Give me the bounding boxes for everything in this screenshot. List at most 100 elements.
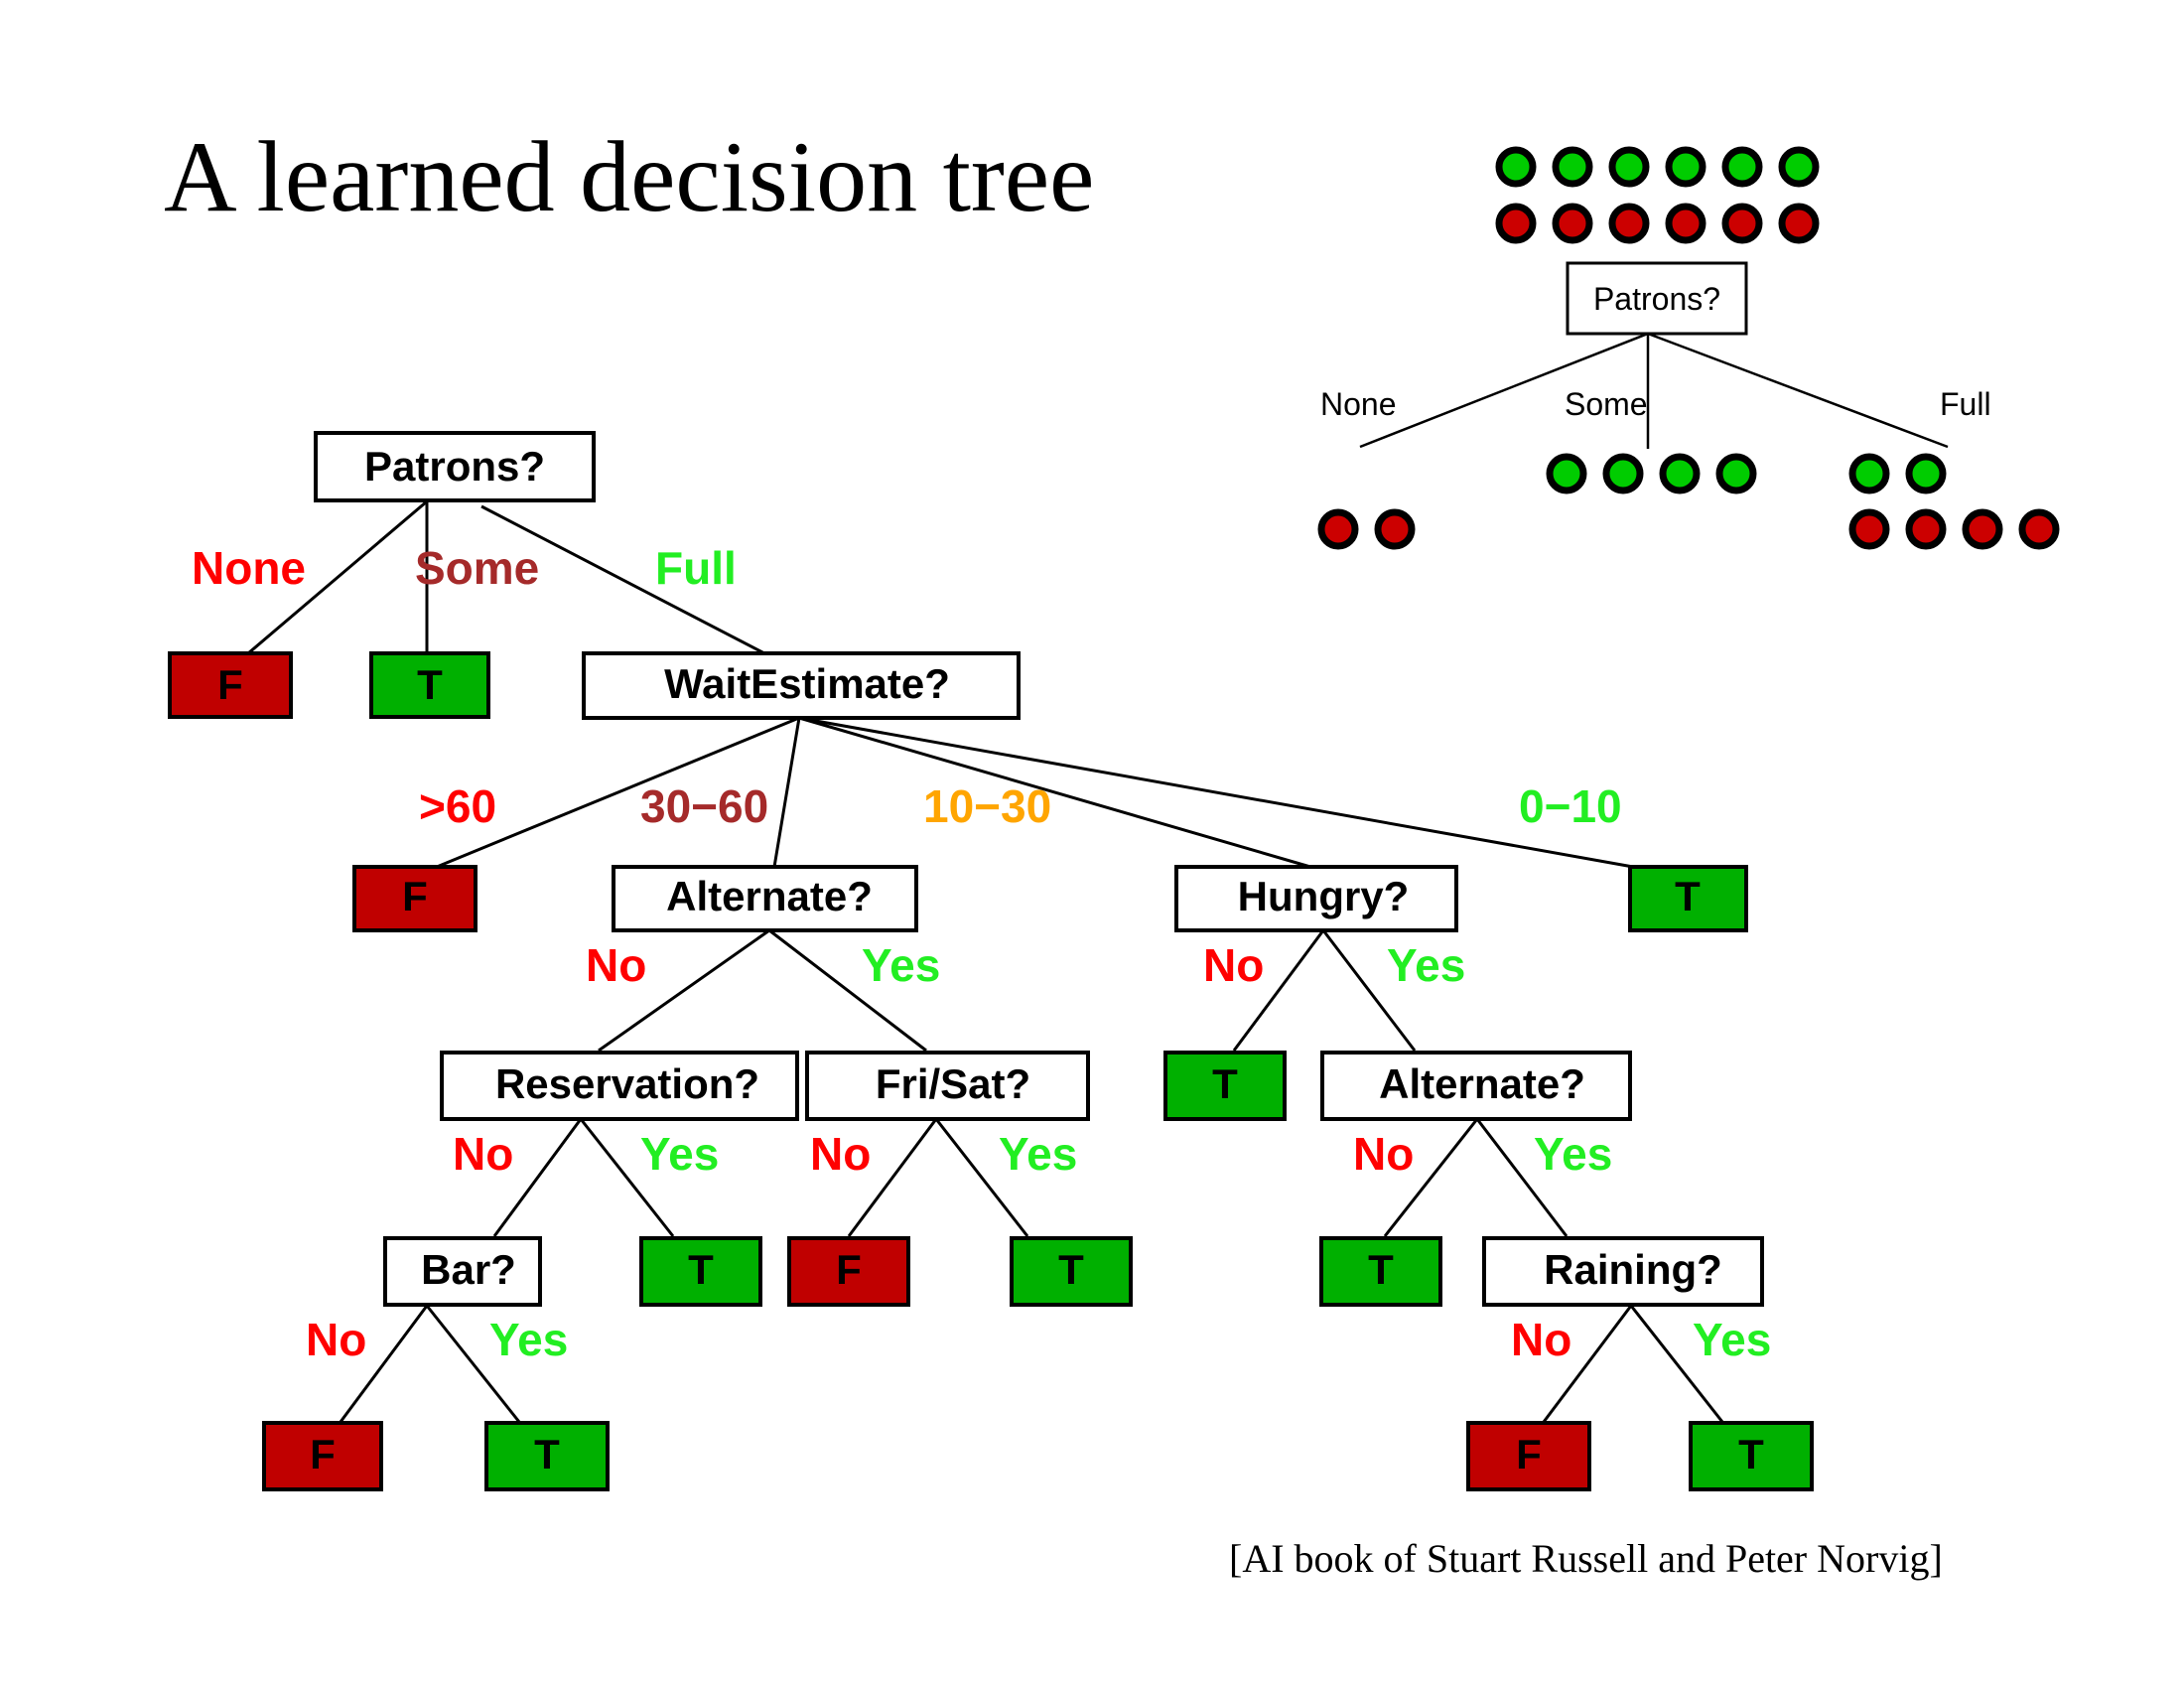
leaf-some: T [369,651,490,719]
leaf-hungry-no-label: T [1212,1060,1238,1107]
node-reservation-label: Reservation? [495,1060,759,1107]
node-wait-estimate-label: WaitEstimate? [664,660,950,707]
positive-example-dot [1905,453,1947,494]
edge-label-alt1-no: No [586,939,646,991]
node-alternate-1-label: Alternate? [666,873,873,919]
edge-label-res-yes: Yes [640,1128,719,1180]
leaf-raining-no-label: F [1516,1431,1542,1477]
leaf-raining-yes: T [1689,1421,1814,1491]
edge-label-alt2-no: No [1353,1128,1414,1180]
positive-example-dot [1495,146,1537,188]
split-example-dots [1317,146,2060,550]
leaf-frisat-no: F [787,1236,910,1307]
negative-example-dot [1848,508,1890,550]
leaf-over60: F [352,865,478,932]
positive-example-dot [1721,146,1763,188]
split-branch-label-full: Full [1940,386,1991,422]
negative-example-dot [1552,203,1593,244]
leaf-reservation-yes: T [639,1236,762,1307]
positive-example-dot [1602,453,1644,494]
leaf-bar-yes-label: T [534,1431,560,1477]
slide-title: A learned decision tree [164,121,1095,233]
negative-example-dot [1962,508,2003,550]
node-alternate-2: Alternate? [1320,1051,1632,1121]
node-raining-label: Raining? [1544,1246,1722,1293]
positive-example-dot [1552,146,1593,188]
positive-example-dot [1659,453,1701,494]
node-hungry: Hungry? [1174,865,1458,932]
positive-example-dot [1665,146,1706,188]
leaf-bar-no: F [262,1421,383,1491]
edge-label-rain-yes: Yes [1693,1314,1771,1365]
node-wait-estimate: WaitEstimate? [582,651,1021,720]
node-fri-sat: Fri/Sat? [805,1051,1090,1121]
positive-example-dot [1778,146,1820,188]
node-bar-label: Bar? [421,1246,516,1293]
edge-label-bar-no: No [306,1314,366,1365]
edge-label-none: None [192,542,306,594]
leaf-frisat-yes-label: T [1058,1246,1084,1293]
edge-label-alt2-yes: Yes [1534,1128,1612,1180]
leaf-alternate2-no: T [1319,1236,1442,1307]
edge-label-10-30: 10−30 [923,780,1051,832]
edge-label-rain-no: No [1511,1314,1571,1365]
edge-label-hungry-yes: Yes [1387,939,1465,991]
edge-label-full: Full [655,542,737,594]
positive-example-dot [1848,453,1890,494]
edge-label-0-10: 0−10 [1519,780,1622,832]
leaf-frisat-no-label: F [836,1246,862,1293]
split-example-inset: Patrons? None Some Full [1317,146,2060,550]
leaf-reservation-yes-label: T [688,1246,714,1293]
node-hungry-label: Hungry? [1238,873,1410,919]
negative-example-dot [1495,203,1537,244]
negative-example-dot [1374,508,1416,550]
negative-example-dot [1317,508,1359,550]
negative-example-dot [1905,508,1947,550]
negative-example-dot [1608,203,1650,244]
node-alternate-2-label: Alternate? [1379,1060,1585,1107]
node-raining: Raining? [1482,1236,1764,1307]
positive-example-dot [1608,146,1650,188]
split-branch-label-some: Some [1565,386,1648,422]
leaf-hungry-no: T [1163,1051,1287,1121]
positive-example-dot [1546,453,1587,494]
edge-label-hungry-no: No [1203,939,1264,991]
leaf-raining-no: F [1466,1421,1591,1491]
node-reservation: Reservation? [440,1051,799,1121]
edge-label-res-no: No [453,1128,513,1180]
split-branch-label-none: None [1320,386,1397,422]
tree-connectors [247,499,1724,1423]
edge-label-alt1-yes: Yes [862,939,940,991]
node-patrons: Patrons? [314,431,596,502]
positive-example-dot [1715,453,1757,494]
edge-label-30-60: 30−60 [640,780,768,832]
edge-label-bar-yes: Yes [489,1314,568,1365]
node-bar: Bar? [383,1236,542,1307]
leaf-none: F [168,651,293,719]
leaf-0-10: T [1628,865,1748,932]
leaf-alternate2-no-label: T [1368,1246,1394,1293]
split-example-connectors [1359,332,1949,449]
negative-example-dot [2018,508,2060,550]
leaf-raining-yes-label: T [1738,1431,1764,1477]
node-patrons-label: Patrons? [364,443,545,490]
edge-label-some: Some [415,542,539,594]
negative-example-dot [1778,203,1820,244]
node-alternate-1: Alternate? [612,865,918,932]
leaf-some-label: T [417,661,443,708]
split-example-node-label: Patrons? [1593,281,1720,317]
leaf-none-label: F [217,661,243,708]
negative-example-dot [1721,203,1763,244]
citation: [AI book of Stuart Russell and Peter Nor… [1229,1536,1943,1581]
node-fri-sat-label: Fri/Sat? [876,1060,1030,1107]
leaf-over60-label: F [402,873,428,919]
split-example-node: Patrons? [1566,261,1748,336]
edge-label-frisat-yes: Yes [999,1128,1077,1180]
edge-labels: None Some Full >60 30−60 10−30 0−10 No Y… [192,542,1771,1365]
leaf-frisat-yes: T [1010,1236,1133,1307]
leaf-bar-no-label: F [310,1431,336,1477]
edge-label-frisat-no: No [810,1128,871,1180]
leaf-bar-yes: T [484,1421,610,1491]
leaf-0-10-label: T [1675,873,1701,919]
